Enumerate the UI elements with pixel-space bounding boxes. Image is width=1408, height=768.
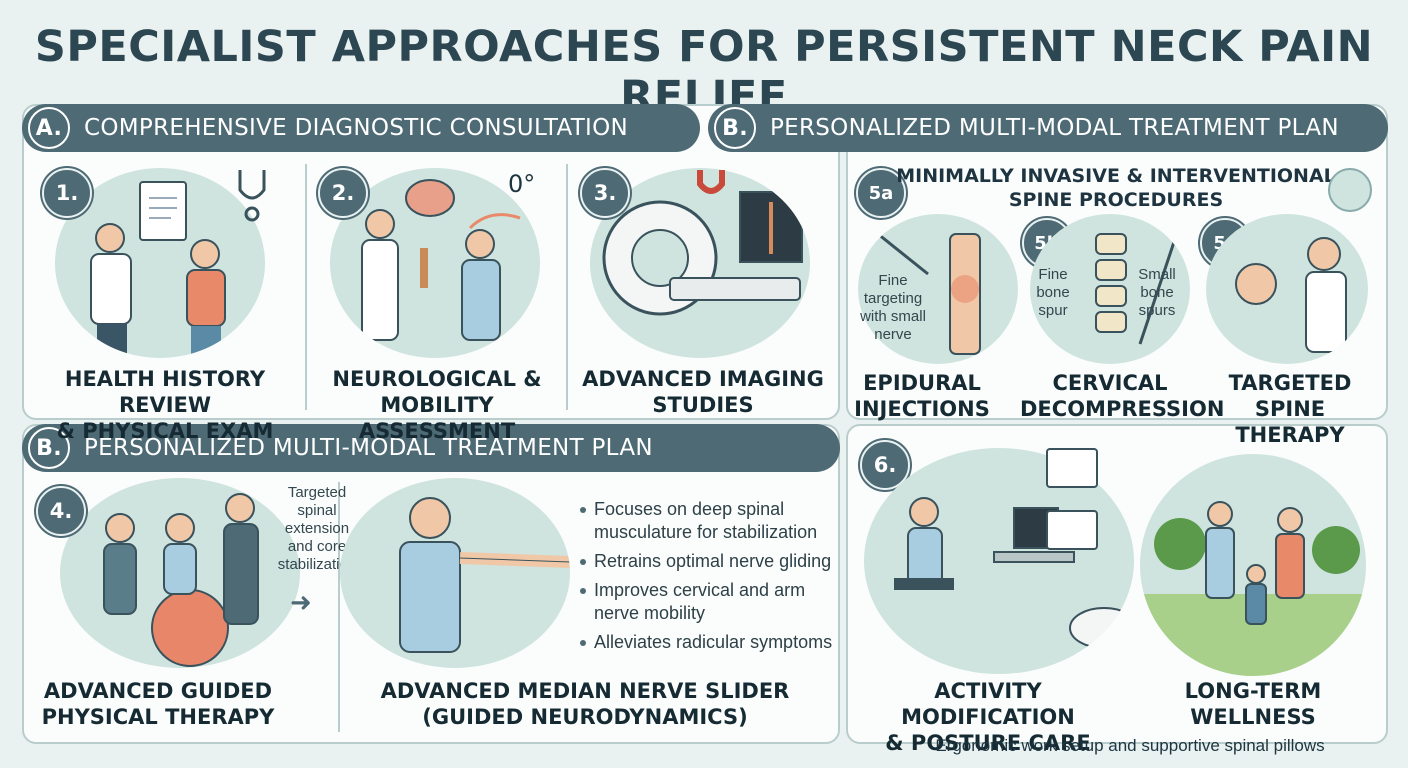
step5b-caption: CERVICAL DECOMPRESSION [1020, 371, 1225, 421]
ergonomic-note: Ergonomic work setup and supportive spin… [935, 736, 1325, 755]
page-title: SPECIALIST APPROACHES FOR PERSISTENT NEC… [34, 22, 1374, 122]
molecule-icon [1328, 168, 1372, 212]
arrow-right-icon: ➜ [290, 588, 312, 618]
guided-therapy-icon [103, 493, 259, 667]
nerve-slider-benefits: Focuses on deep spinal musculature for s… [578, 498, 848, 660]
step5a-illustration [858, 214, 1018, 364]
section-b-top-badge: B. [714, 107, 756, 149]
section-a-badge: A. [28, 107, 70, 149]
laptop-icon [1046, 448, 1098, 488]
step5-title: MINIMALLY INVASIVE & INTERVENTIONAL SPIN… [896, 165, 1336, 211]
step1-number: 1. [42, 168, 92, 218]
step4-note: Targeted spinal extension and core stabi… [277, 484, 357, 573]
step4-illustration [60, 478, 300, 668]
wellness-illustration [1140, 454, 1366, 676]
step2-number: 2. [318, 168, 368, 218]
step3-caption: ADVANCED IMAGING STUDIES [582, 367, 824, 417]
step5b-note-right: Small bone spurs [1138, 266, 1176, 319]
laptop-icon [1046, 510, 1098, 550]
section-b-left-badge: B. [28, 427, 70, 469]
benefit-item: Retrains optimal nerve gliding [578, 550, 848, 573]
mri-scanner-icon [602, 191, 803, 316]
spine-vertebrae-icon [1095, 223, 1182, 345]
divider-2 [566, 164, 568, 410]
step1-caption: HEALTH HISTORY REVIEW & PHYSICAL EXAM [56, 367, 274, 443]
therapy-session-icon [1235, 237, 1347, 353]
step2-caption: NEUROLOGICAL & MOBILITY ASSESSMENT [332, 367, 542, 443]
arm-extension-icon [399, 497, 570, 653]
benefit-item: Focuses on deep spinal musculature for s… [578, 498, 848, 544]
wellness-caption: LONG-TERM WELLNESS [1184, 679, 1322, 729]
neuro-exam-icon [361, 179, 521, 341]
step4-caption: ADVANCED GUIDED PHYSICAL THERAPY [41, 679, 275, 729]
step5c-illustration [1206, 214, 1368, 364]
section-b-left-banner: B. PERSONALIZED MULTI-MODAL TREATMENT PL… [22, 424, 840, 472]
step6-caption: ACTIVITY MODIFICATION & POSTURE CARE [885, 679, 1091, 755]
step5a-caption: EPIDURAL INJECTIONS [854, 371, 990, 421]
section-b-left-label: PERSONALIZED MULTI-MODAL TREATMENT PLAN [84, 435, 653, 461]
section-a-label: COMPREHENSIVE DIAGNOSTIC CONSULTATION [84, 115, 629, 141]
doctor-patient-icon [90, 181, 226, 356]
step5a-note: Fine targeting with small nerve [860, 272, 926, 343]
benefit-item: Improves cervical and arm nerve mobility [578, 579, 848, 625]
step5b-note-left: Fine bone spur [1036, 266, 1070, 319]
section-b-top-label: PERSONALIZED MULTI-MODAL TREATMENT PLAN [770, 115, 1339, 141]
step5a-number: 5a [856, 168, 906, 218]
step2-angle: 0° [508, 170, 536, 198]
nerve-slider-illustration [340, 478, 570, 668]
section-a-banner: A. COMPREHENSIVE DIAGNOSTIC CONSULTATION [22, 104, 700, 152]
section-b-top-banner: B. PERSONALIZED MULTI-MODAL TREATMENT PL… [708, 104, 1388, 152]
injection-icon [877, 232, 981, 355]
step5b-illustration [1030, 214, 1190, 364]
benefit-item: Alleviates radicular symptoms [578, 631, 848, 654]
step6-illustration [864, 448, 1134, 674]
step3-number: 3. [580, 168, 630, 218]
step5c-caption: TARGETED SPINE THERAPY [1228, 371, 1352, 447]
family-walking-icon [1140, 501, 1366, 676]
divider-1 [305, 164, 307, 410]
divider-3 [338, 482, 340, 732]
nerve-slider-caption: ADVANCED MEDIAN NERVE SLIDER (GUIDED NEU… [380, 679, 790, 729]
step4-number: 4. [36, 486, 86, 536]
stethoscope-icon [232, 166, 272, 222]
magnet-icon [694, 166, 728, 200]
